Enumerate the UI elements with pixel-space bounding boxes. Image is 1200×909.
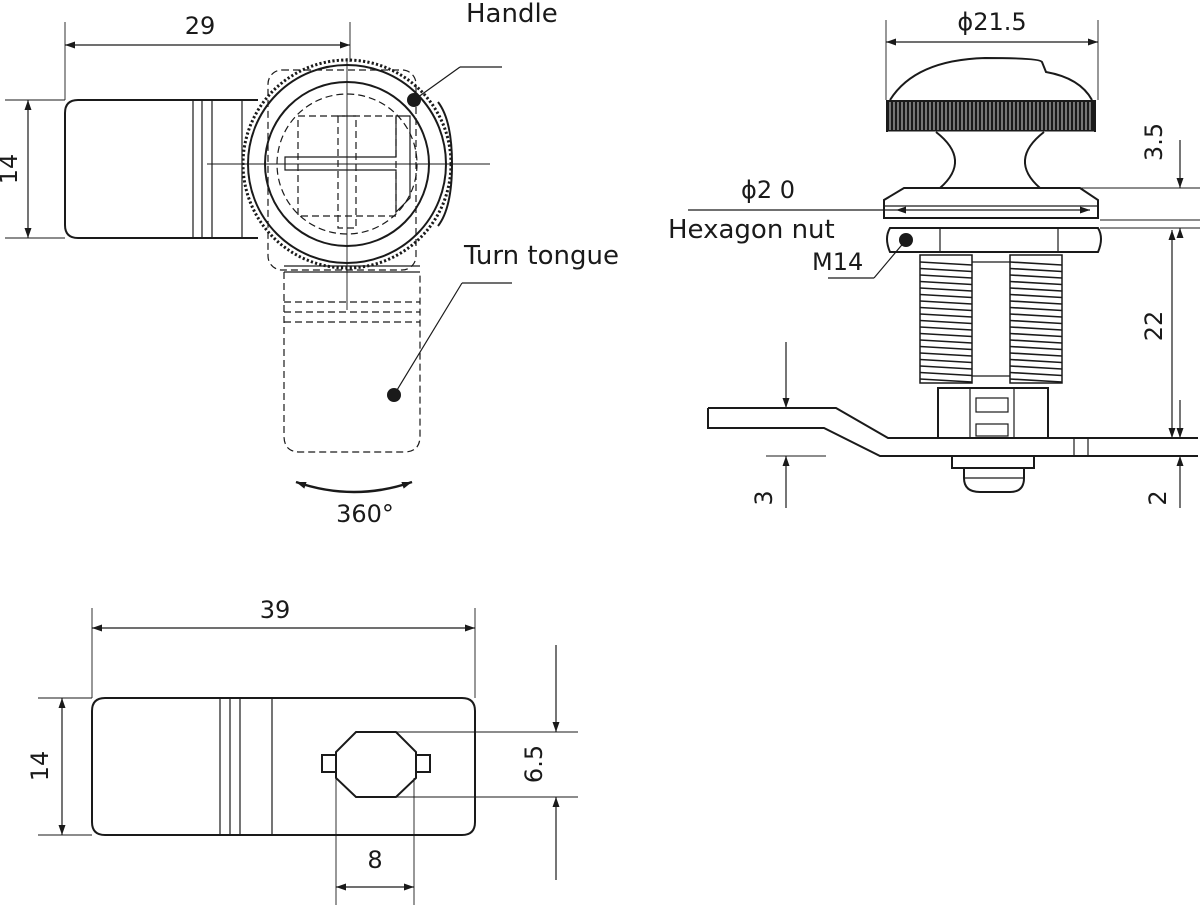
thread-ridge <box>919 365 973 370</box>
t-slot <box>284 115 411 214</box>
tongue-plate <box>91 697 476 836</box>
flange-washer <box>883 187 1099 219</box>
thread-ridge <box>1009 326 1063 331</box>
panel-upper <box>708 407 1198 439</box>
turn-tongue-label: Turn tongue <box>463 241 619 271</box>
tongue-detail-view: 39 14 6.5 8 <box>26 596 578 905</box>
thread-ridge <box>919 332 973 338</box>
thread-ridge <box>919 313 973 318</box>
thread-ridge <box>919 267 973 273</box>
knob-dome <box>889 56 1093 101</box>
thread-ridge <box>1009 358 1063 364</box>
thread-ridge <box>919 280 973 286</box>
dim-top-view-height: 14 <box>0 154 23 185</box>
thread-ridge <box>919 274 973 279</box>
thread-ridge <box>919 345 973 351</box>
thread-ridge <box>919 293 973 299</box>
thread-ridge <box>1009 319 1063 325</box>
dim-hole-width: 8 <box>367 846 382 874</box>
thread-ridge <box>1009 339 1063 344</box>
thread-ridge <box>1009 306 1063 312</box>
hex-hole <box>335 731 417 798</box>
thread-ridge <box>1009 371 1063 377</box>
panel-lower <box>707 408 1198 457</box>
thread-ridge <box>919 358 973 364</box>
dim-tongue-length: 39 <box>260 596 291 624</box>
thread-ridge <box>919 300 973 305</box>
turn-tongue-outline <box>283 272 421 453</box>
thread-ridge <box>919 339 973 344</box>
rotation-arrow <box>295 480 413 494</box>
thread-ridge <box>1009 280 1063 286</box>
handle-label: Handle <box>466 0 558 29</box>
thread-ridge <box>919 261 973 266</box>
thread-ridge <box>1009 287 1063 292</box>
thread-ridge <box>1009 261 1063 266</box>
thread-ridge <box>1009 267 1063 273</box>
dim-panel-thickness: 3 <box>750 490 778 505</box>
thread-ridge <box>919 319 973 325</box>
side-view: ϕ21.5 ϕ2 0 Hexagon nut M14 3.5 22 2 3 <box>668 8 1200 508</box>
thread-right <box>1009 254 1063 384</box>
thread-ridge <box>1009 313 1063 318</box>
dim-body-length: 22 <box>1140 311 1168 342</box>
thread-ridge <box>919 287 973 292</box>
thread-label: M14 <box>812 248 863 276</box>
hexagon-nut <box>886 227 1102 253</box>
thread-ridge <box>1009 332 1063 338</box>
thread-ridge <box>919 378 973 383</box>
shaft <box>937 387 1049 439</box>
thread-ridge <box>919 306 973 312</box>
thread-ridge <box>1009 293 1063 299</box>
thread-ridge <box>1009 378 1063 383</box>
thread-ridge <box>919 326 973 331</box>
dim-top-view-width: 29 <box>185 12 216 40</box>
dim-plate-thickness: 2 <box>1144 490 1172 505</box>
thread-ridge <box>1009 274 1063 279</box>
knurled-band <box>886 100 1096 132</box>
thread-ridge <box>1009 300 1063 305</box>
thread-ridge <box>919 352 973 357</box>
thread-left <box>919 254 973 384</box>
hexagon-nut-label: Hexagon nut <box>668 215 835 245</box>
dim-tongue-width: 14 <box>26 751 54 782</box>
thread-ridge <box>919 371 973 377</box>
dim-hole-height: 6.5 <box>520 745 548 783</box>
dim-knob-offset: 3.5 <box>1140 123 1168 161</box>
tongue-body-outline <box>64 99 258 239</box>
dim-nut-diameter: ϕ2 0 <box>741 176 795 204</box>
dim-knob-diameter: ϕ21.5 <box>957 8 1026 36</box>
thread-ridge <box>1009 345 1063 351</box>
top-view: 360° Handle Turn tongue 29 14 <box>0 0 619 528</box>
rotation-label: 360° <box>336 500 394 528</box>
thread-ridge <box>1009 365 1063 370</box>
thread-ridge <box>1009 352 1063 357</box>
